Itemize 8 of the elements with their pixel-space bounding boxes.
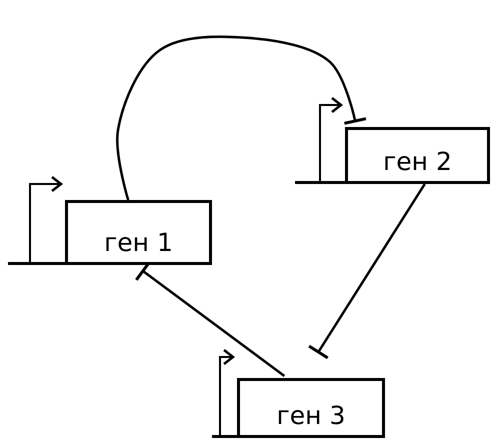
gene-label: ген 1 — [103, 228, 174, 258]
gene-box — [345, 127, 490, 184]
gene-label: ген 3 — [276, 401, 346, 431]
gene-label: ген 2 — [382, 147, 453, 177]
gene-box — [65, 200, 212, 265]
gene-box — [237, 378, 385, 438]
repression-connector — [116, 35, 368, 200]
repression-connector — [308, 183, 426, 360]
